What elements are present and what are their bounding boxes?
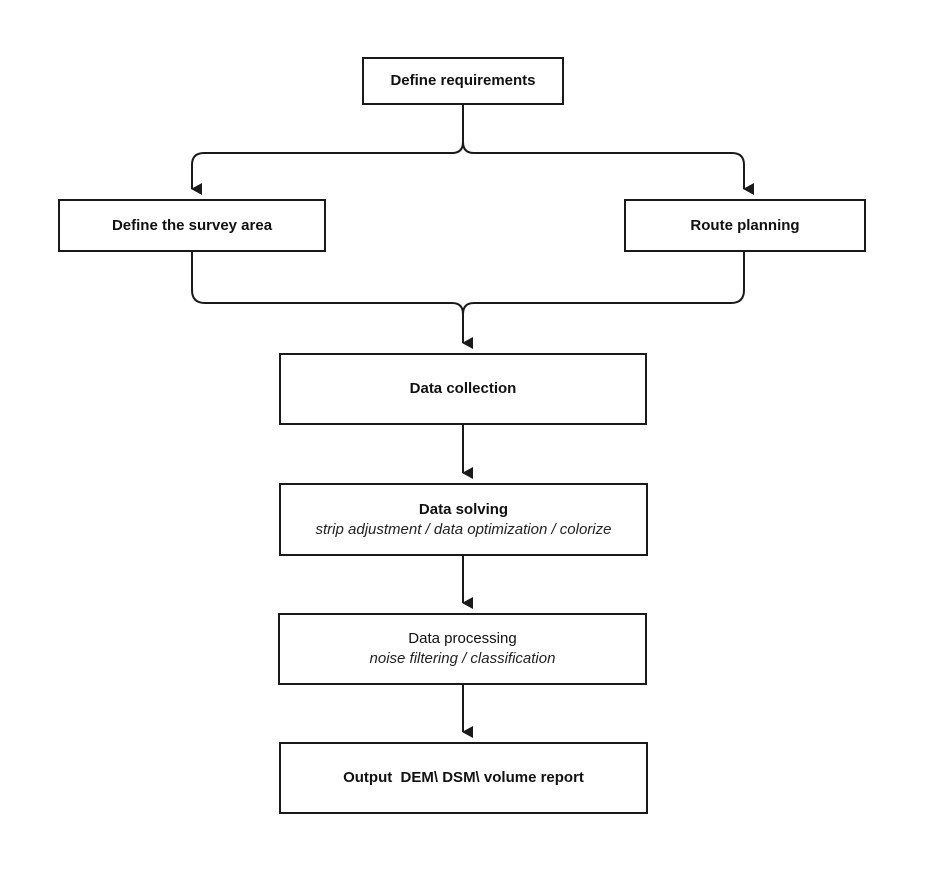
node-define-requirements: Define requirements	[362, 57, 564, 105]
node-title: Route planning	[690, 216, 800, 234]
edge-survey-area-to-collection	[191, 252, 473, 349]
edge-requirements-trunk	[191, 105, 464, 195]
node-data-solving: Data solving strip adjustment / data opt…	[279, 483, 648, 556]
node-title: Define the survey area	[111, 216, 273, 234]
node-title: Define requirements	[390, 72, 536, 89]
node-output-report: Output DEM\ DSM\ volume report	[279, 742, 648, 814]
node-data-processing: Data processing noise filtering / classi…	[278, 613, 647, 685]
node-title: Data collection	[409, 380, 517, 397]
node-subtitle: strip adjustment / data optimization / c…	[315, 520, 612, 538]
node-data-collection: Data collection	[279, 353, 647, 425]
node-route-planning: Route planning	[624, 199, 866, 252]
edge-route-to-collection	[462, 252, 745, 315]
node-define-survey-area: Define the survey area	[58, 199, 326, 252]
node-title: Data solving	[418, 500, 509, 518]
node-title: Data processing	[408, 630, 517, 647]
edge-requirements-to-route	[462, 141, 754, 195]
node-subtitle: noise filtering / classification	[369, 650, 556, 667]
node-title: Output DEM\ DSM\ volume report	[343, 769, 584, 786]
